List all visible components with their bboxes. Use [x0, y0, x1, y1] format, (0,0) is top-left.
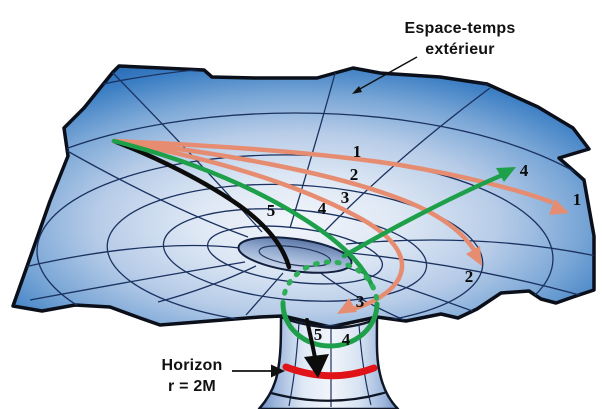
trajectory-4-arrowhead	[496, 167, 516, 182]
label-exterior-line2: extérieur	[425, 41, 495, 58]
marker-t2-mid: 2	[349, 165, 359, 184]
trajectory-2-arrowhead	[466, 246, 482, 266]
grid-radial	[289, 69, 337, 229]
trajectory-5-black	[111, 138, 292, 270]
marker-t4-throat: 4	[341, 330, 351, 349]
photon-ring-front	[280, 301, 380, 349]
funnel-mouth-inner-ring	[258, 245, 332, 267]
grid-radial	[19, 244, 241, 269]
marker-t4-end: 4	[519, 161, 529, 180]
marker-t4-mid: 4	[317, 199, 327, 218]
funnel-tube	[257, 315, 400, 409]
tube-body	[257, 315, 400, 409]
funnel-mouth	[237, 236, 353, 274]
trajectory-1-path	[111, 138, 554, 205]
trajectory-3-arrowhead	[337, 298, 357, 314]
exterior-pointer-line	[357, 56, 418, 91]
exterior-pointer-arrow	[352, 56, 418, 94]
photon-ring-back-dotted	[280, 259, 380, 307]
trajectory-4-infall	[111, 138, 376, 291]
trajectory-5-tube-segment	[304, 318, 329, 378]
grid-radial	[245, 272, 284, 316]
marker-t3-mid: 3	[340, 188, 350, 207]
grid-ring	[36, 154, 554, 327]
horizon-pointer-head	[271, 364, 285, 378]
grid-radial	[321, 87, 491, 235]
tube-bottom-rim	[270, 390, 388, 402]
horizon-pointer-arrow	[232, 364, 285, 378]
grid-radial	[349, 252, 591, 299]
label-horizon-line1: Horizon	[161, 357, 223, 375]
trajectory-1-arrowhead	[549, 199, 569, 215]
marker-t1-end: 1	[572, 190, 582, 209]
grid-radial	[317, 270, 405, 321]
trajectory-5-tube-path	[305, 318, 317, 360]
label-horizon-line2: r = 2M	[168, 378, 216, 395]
sheet-surface	[11, 64, 596, 329]
grid-radial	[61, 147, 249, 238]
marker-t5-mid: 5	[266, 201, 276, 220]
marker-t5-throat: 5	[313, 325, 323, 344]
exterior-pointer-head	[352, 86, 362, 94]
trajectory-4-green	[111, 138, 503, 291]
label-horizon: Horizon r = 2M	[162, 356, 223, 398]
grid-radial	[29, 261, 246, 301]
grid-ring	[162, 208, 428, 302]
marker-t2-end: 2	[464, 267, 474, 286]
marker-t3-end: 3	[355, 292, 365, 311]
trajectory-salmon-group	[111, 138, 554, 311]
trajectory-3-path	[111, 138, 405, 311]
grid-ring	[13, 112, 594, 327]
photon-ring-green	[280, 259, 380, 349]
trajectory-5-arrowhead	[304, 354, 329, 378]
trajectory-5-path	[111, 138, 292, 270]
grid-radial	[345, 239, 594, 257]
marker-t1-mid: 1	[352, 142, 362, 161]
horizon-ring-red	[282, 363, 378, 380]
spacetime-sheet	[11, 64, 596, 329]
trajectory-4-escape	[341, 173, 503, 259]
label-exterior-spacetime: Espace-temps extérieur	[405, 19, 516, 61]
trajectory-2-path	[111, 138, 477, 253]
grid-radial	[157, 265, 257, 303]
label-exterior-line1: Espace-temps	[404, 20, 516, 38]
